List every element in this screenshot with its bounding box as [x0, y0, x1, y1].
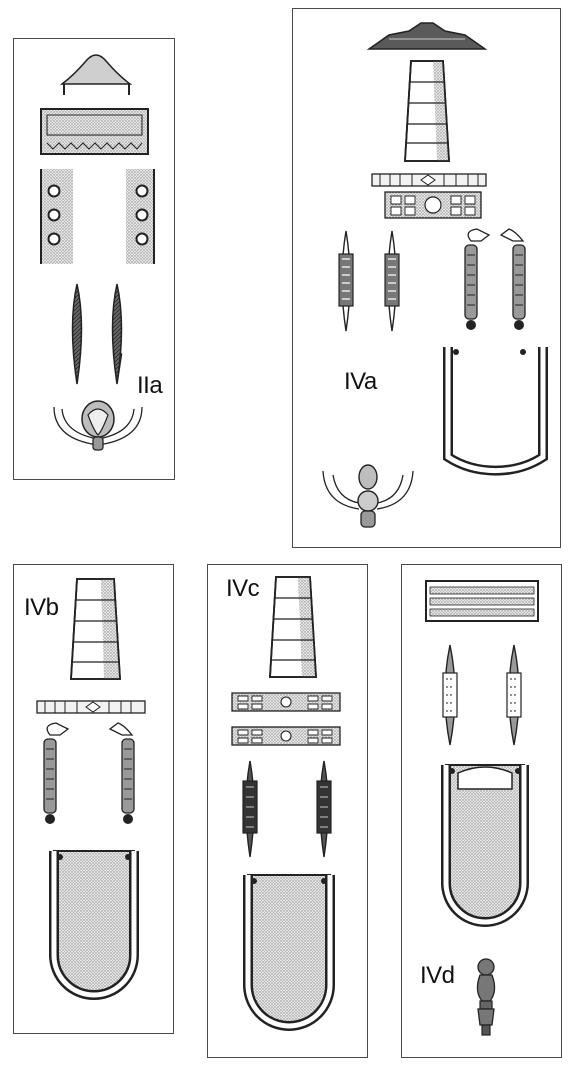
hooked-rod-left [464, 228, 491, 330]
grille-bar-top [231, 692, 341, 712]
panel-ivc: IVc [207, 564, 368, 1058]
decorated-box [40, 108, 149, 155]
panel-iia-drawing [40, 54, 155, 451]
arched-mount-icon [53, 400, 143, 451]
grille-bar-bottom [231, 726, 341, 746]
hooked-rod-right [499, 228, 526, 330]
hooked-rod-right [108, 722, 135, 824]
grille-bar [36, 700, 146, 714]
grille-bar-top [371, 173, 487, 187]
finial-icon [476, 958, 496, 1036]
tapered-column [404, 60, 450, 162]
dark-spindle-right [316, 760, 332, 858]
panel-iva-drawing [322, 22, 548, 528]
slim-spindle-right [506, 644, 522, 746]
panel-label-ivb: IVb [24, 594, 59, 621]
arched-mount-icon [322, 464, 414, 528]
striped-plaque [425, 580, 539, 622]
panel-label-iia: IIa [137, 372, 163, 399]
u-frame [443, 347, 548, 476]
u-frame-filled [441, 764, 529, 927]
panel-ivd-drawing [425, 580, 539, 1036]
panel-ivd: IVd [401, 564, 562, 1058]
u-frame-filled [243, 874, 335, 1031]
panel-ivb: IVb [13, 564, 174, 1034]
panel-label-ivc: IVc [226, 575, 260, 602]
panel-iva: IVa [292, 8, 561, 548]
tapered-column [269, 576, 317, 678]
u-frame-filled [49, 850, 139, 1000]
slim-spindle-right [384, 230, 400, 332]
panel-label-iva: IVa [344, 368, 377, 395]
crown-ornament-icon [59, 54, 133, 95]
slim-spindle-left [338, 230, 354, 332]
ring-strip-left [40, 169, 73, 264]
panel-label-ivd: IVd [420, 962, 455, 989]
panel-ivc-drawing [231, 576, 341, 1031]
spindle-right [111, 283, 123, 385]
hooked-rod-left [43, 722, 70, 824]
grille-bar-bottom [384, 191, 482, 219]
crest-ornament-icon [366, 22, 488, 50]
dark-spindle-left [242, 760, 258, 858]
ring-strip-right [126, 169, 155, 264]
spindle-left [71, 283, 83, 385]
tapered-column [70, 578, 121, 680]
slim-spindle-left [442, 644, 458, 746]
panel-iia: IIa [13, 38, 175, 480]
panel-ivb-drawing [36, 578, 146, 1000]
